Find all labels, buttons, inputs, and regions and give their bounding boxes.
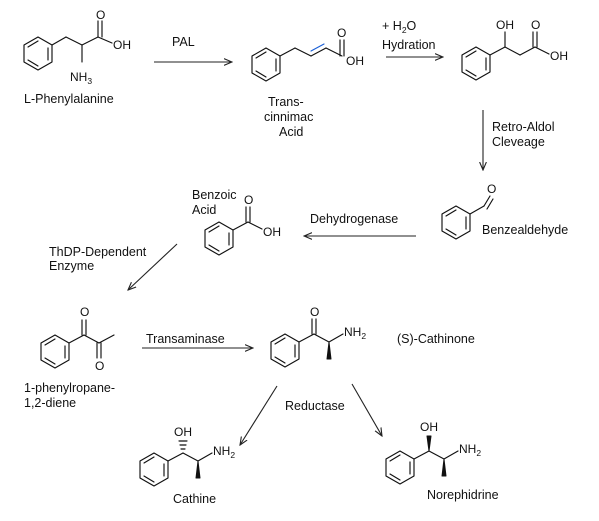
cathinone-name: (S)-Cathinone	[397, 332, 475, 346]
cathine-name: Cathine	[173, 492, 216, 506]
reductase-arrow-to-norephedrine	[351, 383, 382, 436]
hydroxy-acid-hydroxyl: OH	[550, 49, 568, 63]
ammonium-label: NH3	[70, 70, 92, 86]
cinnamic-name-line-2: cinnimac	[264, 110, 313, 124]
diketone-name-line-1: 1-phenylropane-	[24, 381, 115, 395]
benzoic-name-line-2: Acid	[192, 203, 216, 217]
cathinone-wedge-bond	[326, 341, 332, 360]
thdp-label-line-2: Enzyme	[49, 259, 94, 273]
cathine-hydroxyl: OH	[174, 425, 192, 439]
benzaldehyde-name: Benzealdehyde	[482, 223, 568, 237]
cathinone-amine: NH2	[344, 325, 366, 341]
norephedrine-amine: NH2	[459, 442, 481, 458]
diketone-oxygen-1: O	[80, 305, 89, 319]
cathinone-oxygen: O	[310, 305, 319, 319]
cathine-amine: NH2	[213, 444, 235, 460]
cinnamic-acid-structure: O OH	[251, 26, 364, 82]
transaminase-label: Transaminase	[146, 332, 225, 346]
diketone-oxygen-2: O	[95, 359, 104, 373]
hydroxy-acid-carbonyl-oxygen: O	[531, 18, 540, 32]
hydroxyl-label: OH	[113, 38, 131, 52]
diketone-name-line-2: 1,2-diene	[24, 396, 76, 410]
reductase-label: Reductase	[285, 399, 345, 413]
cathinone-structure: O NH2	[270, 305, 366, 368]
benzaldehyde-oxygen: O	[487, 182, 496, 196]
norephedrine-hydroxyl: OH	[420, 420, 438, 434]
hydroxy-acid-alcohol: OH	[496, 18, 514, 32]
thdp-label-line-1: ThDP-Dependent	[49, 245, 147, 259]
thdp-arrow	[128, 243, 178, 290]
retro-aldol-label-line-1: Retro-Aldol	[492, 120, 555, 134]
pal-label: PAL	[172, 35, 195, 49]
hydration-label: Hydration	[382, 38, 436, 52]
hydroxy-acid-structure: OH O OH	[461, 18, 568, 81]
norephedrine-name: Norephidrine	[427, 488, 499, 502]
norephedrine-hydroxyl-wedge	[426, 435, 432, 452]
benzoic-name-line-1: Benzoic	[192, 188, 236, 202]
cinnamic-name-line-1: Trans-	[268, 95, 304, 109]
cinnamic-name-line-3: Acid	[279, 125, 303, 139]
norephedrine-structure: OH NH2	[385, 420, 481, 485]
cinnamic-hydroxyl: OH	[346, 54, 364, 68]
norephedrine-methyl-wedge	[441, 458, 447, 477]
diketone-structure: O O	[40, 305, 115, 373]
benzoic-carbonyl-oxygen: O	[244, 193, 253, 207]
benzaldehyde-structure: O	[441, 182, 496, 240]
benzoic-acid-structure: O OH	[204, 193, 281, 256]
reductase-arrow-to-cathine	[240, 385, 278, 445]
cinnamic-carbonyl-oxygen: O	[337, 26, 346, 40]
phenylalanine-structure: O OH NH3	[23, 8, 131, 86]
retro-aldol-label-line-2: Cleveage	[492, 135, 545, 149]
carbonyl-oxygen-label: O	[96, 8, 105, 22]
phenylalanine-name: L-Phenylalanine	[24, 92, 114, 106]
water-label: + H2O	[382, 19, 417, 35]
cathine-structure: OH NH2	[139, 425, 235, 487]
dehydrogenase-label: Dehydrogenase	[310, 212, 398, 226]
benzoic-hydroxyl: OH	[263, 225, 281, 239]
cathine-wedge-bond	[195, 460, 201, 479]
